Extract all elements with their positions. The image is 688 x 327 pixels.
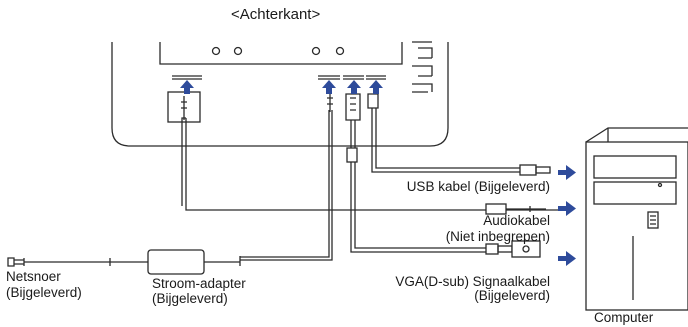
usb-port [366, 75, 386, 80]
arrow-group-up [180, 80, 383, 94]
audio-cable [327, 92, 333, 112]
vga-cable-label: VGA(D-sub) Signaalkabel [395, 274, 550, 289]
usb-cable [367, 93, 379, 109]
vga-port [343, 75, 364, 80]
rear-title: <Achterkant> [231, 6, 321, 23]
adapter-note: (Bijgeleverd) [152, 291, 228, 306]
arrow-group-right [558, 165, 576, 266]
computer-label: Computer [594, 310, 654, 325]
computer-tower [585, 127, 688, 311]
power-adapter [147, 249, 205, 275]
mains-cord [24, 258, 148, 266]
monitor-panel [159, 42, 403, 65]
audio-cable-note: (Niet inbegrepen) [445, 229, 550, 244]
screw-icon [233, 46, 243, 56]
side-buttons [412, 41, 433, 93]
screw-icon [211, 46, 221, 56]
power-cable [181, 96, 187, 120]
usb-cable-label: USB kabel (Bijgeleverd) [406, 179, 550, 194]
screw-icon [335, 46, 345, 56]
screw-icon [311, 46, 321, 56]
power-port [172, 75, 202, 80]
mains-cord-note: (Bijgeleverd) [6, 285, 82, 300]
adapter-label: Stroom-adapter [152, 276, 246, 291]
monitor-outline [111, 42, 449, 147]
audio-port [318, 75, 340, 80]
audio-cable-label: Audiokabel [483, 213, 550, 228]
vga-cable [345, 93, 361, 121]
vga-cable-note: (Bijgeleverd) [474, 288, 550, 303]
mains-cord-label: Netsnoer [6, 269, 61, 284]
